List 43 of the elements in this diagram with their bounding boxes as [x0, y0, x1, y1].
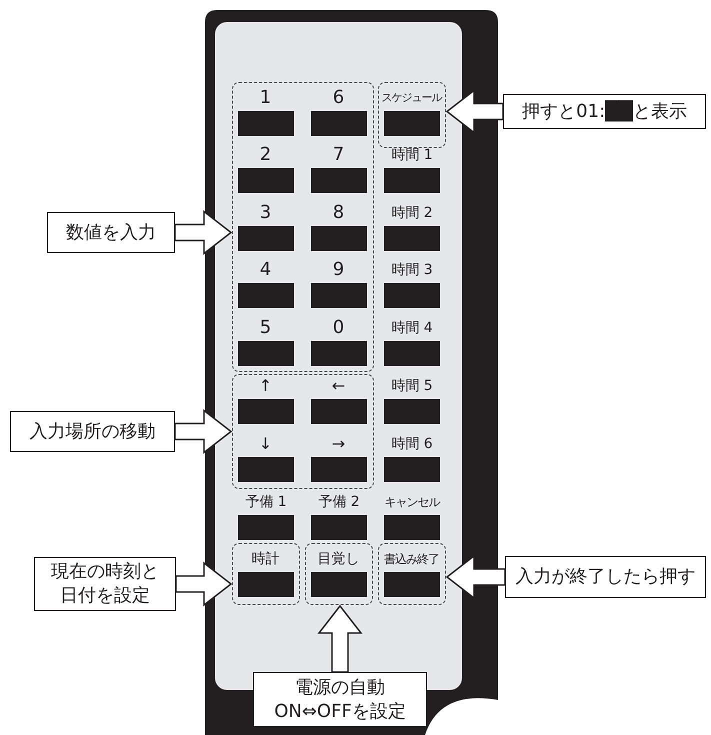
callout-box: 現在の時刻と日付を設定 [34, 557, 176, 611]
key-label: 時間 1 [391, 146, 433, 165]
key-label: ↓ [258, 432, 272, 454]
key-label: キャンセル [384, 494, 440, 511]
key-label: 0 [332, 316, 344, 338]
dashed-group-outline [378, 543, 446, 605]
key-label: 3 [260, 202, 272, 224]
callout-box: 押すと01:██と表示 [503, 94, 706, 129]
key-label: 4 [260, 258, 272, 280]
block-arrow [174, 408, 232, 454]
key-label: 6 [332, 86, 344, 108]
dashed-group-outline [232, 543, 300, 605]
key-label: 時間 3 [391, 261, 433, 280]
block-arrow [174, 210, 232, 256]
block-arrow [175, 561, 232, 607]
key-label: 5 [260, 316, 272, 338]
callout-box: 電源の自動ON⇔OFFを設定 [253, 672, 427, 727]
key-label: 8 [332, 202, 344, 224]
dashed-group-outline [232, 374, 374, 489]
dashed-group-outline [305, 543, 373, 605]
key-label: 予備 1 [245, 493, 287, 512]
key-label: 時間 6 [391, 435, 433, 454]
key-label: 予備 2 [318, 493, 360, 512]
key-label: ↑ [258, 374, 272, 396]
key-label: 7 [332, 144, 344, 166]
callout-box: 数値を入力 [47, 212, 175, 253]
key-label: 1 [260, 86, 272, 108]
key-label: 時計 [252, 550, 280, 568]
key-label: 時間 4 [391, 319, 433, 338]
dashed-group-outline [378, 82, 446, 148]
callout-box: 入力が終了したら押す [505, 556, 706, 598]
block-arrow [317, 604, 363, 673]
key-label: → [332, 432, 346, 454]
key-label: 書込み終了 [384, 550, 439, 568]
key-label: 時間 5 [391, 377, 433, 396]
key-label: スケジュール [382, 90, 442, 106]
dashed-group-outline [232, 82, 374, 372]
callout-box: 入力場所の移動 [10, 411, 175, 452]
key-label: 9 [332, 258, 344, 280]
key-label: 目覚し [318, 550, 360, 568]
key-label: 時間 2 [391, 204, 433, 223]
key-label: 2 [260, 144, 272, 166]
key-label: ← [332, 374, 346, 396]
